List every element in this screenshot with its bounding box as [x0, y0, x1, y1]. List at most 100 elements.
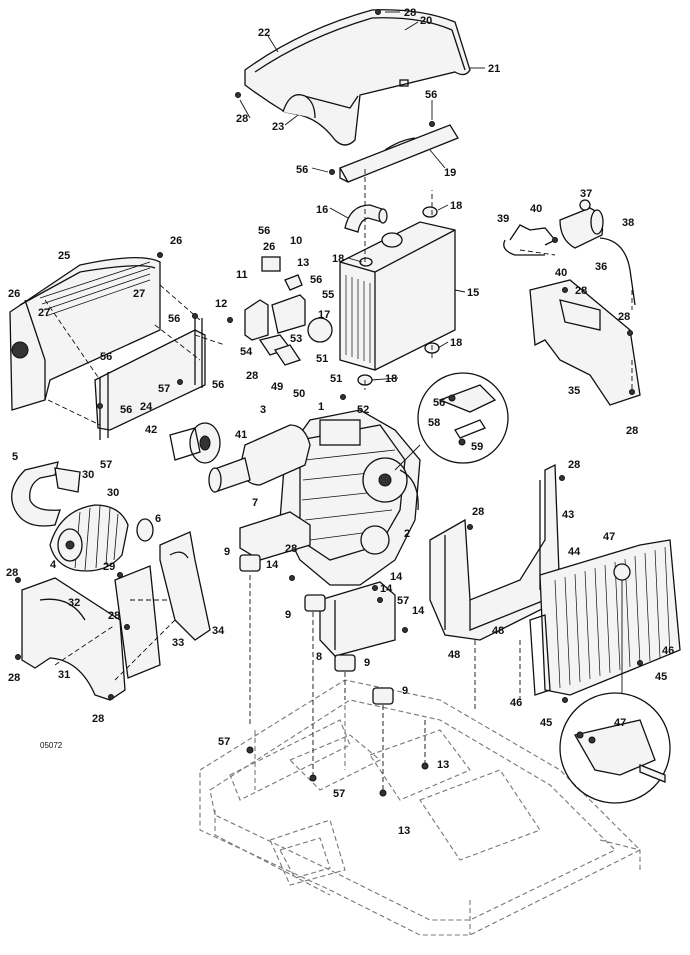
callout-45: 45	[540, 717, 552, 729]
callout-18: 18	[450, 200, 462, 212]
engine-base-plates	[239, 511, 396, 657]
callout-9: 9	[285, 609, 291, 621]
callout-28: 28	[618, 311, 630, 323]
callout-39: 39	[497, 213, 509, 225]
callout-1: 1	[318, 401, 324, 413]
callout-19: 19	[444, 167, 456, 179]
callout-26: 26	[170, 235, 182, 247]
callout-46: 46	[662, 645, 674, 657]
callout-28: 28	[472, 506, 484, 518]
callout-56: 56	[425, 89, 437, 101]
part-24-bracket	[94, 315, 206, 440]
callout-43: 43	[562, 509, 574, 521]
callout-48: 48	[492, 625, 504, 637]
callout-56: 56	[100, 351, 112, 363]
callout-28: 28	[8, 672, 20, 684]
callout-57: 57	[218, 736, 230, 748]
part-31-guard	[21, 577, 126, 701]
callout-22: 22	[258, 27, 270, 39]
callout-10: 10	[290, 235, 302, 247]
detail-circle-lower	[559, 580, 671, 804]
callout-31: 31	[58, 669, 70, 681]
callout-29: 29	[103, 561, 115, 573]
callout-14: 14	[412, 605, 425, 617]
part-4-air-cleaner	[49, 504, 154, 572]
callout-14: 14	[380, 583, 393, 595]
callout-3: 3	[260, 404, 266, 416]
callout-49: 49	[271, 381, 283, 393]
callout-18: 18	[450, 337, 462, 349]
callout-13: 13	[437, 759, 449, 771]
callout-56: 56	[310, 274, 322, 286]
callout-58: 58	[428, 417, 440, 429]
callout-9: 9	[402, 685, 408, 697]
callout-24: 24	[140, 401, 153, 413]
part-34-bracket	[159, 531, 211, 641]
callout-56: 56	[212, 379, 224, 391]
callout-48: 48	[448, 649, 460, 661]
assembly-lines	[44, 168, 633, 790]
callout-55: 55	[322, 289, 334, 301]
callout-42: 42	[145, 424, 157, 436]
callout-28: 28	[92, 713, 104, 725]
callout-14: 14	[390, 571, 403, 583]
drawing-code: 05072	[40, 741, 63, 750]
callout-27: 27	[38, 307, 50, 319]
callout-34: 34	[212, 625, 225, 637]
fuel-filter-group	[244, 256, 333, 366]
callout-2: 2	[404, 528, 410, 540]
callout-28: 28	[285, 543, 297, 555]
mower-frame	[199, 679, 641, 936]
isolators	[239, 554, 394, 705]
callout-32: 32	[68, 597, 80, 609]
callout-26: 26	[8, 288, 20, 300]
part-37-fuel-pump	[559, 199, 604, 249]
callout-17: 17	[318, 309, 330, 321]
callout-21: 21	[488, 63, 500, 75]
part-16-hose	[344, 204, 388, 233]
callout-11: 11	[236, 269, 248, 281]
part-25-shroud	[9, 257, 161, 411]
callout-20: 20	[420, 15, 432, 27]
fasteners	[15, 9, 643, 797]
callout-56: 56	[296, 164, 308, 176]
callout-leaders	[239, 11, 485, 381]
callout-56: 56	[168, 313, 180, 325]
callout-5: 5	[12, 451, 18, 463]
callout-12: 12	[215, 298, 227, 310]
detail-circle-upper	[394, 372, 509, 471]
callout-28: 28	[568, 459, 580, 471]
callout-47: 47	[603, 531, 615, 543]
part-33-panel	[114, 565, 161, 679]
callout-labels: 28 20 22 21 28 23 56 19 56 16 18 18 15 1…	[6, 7, 674, 837]
callout-15: 15	[467, 287, 479, 299]
callout-28: 28	[575, 285, 587, 297]
callout-28: 28	[6, 567, 18, 579]
callout-27: 27	[133, 288, 145, 300]
callout-57: 57	[397, 595, 409, 607]
callout-4: 4	[50, 559, 57, 571]
part-20-cover	[244, 9, 471, 146]
part-3-muffler	[208, 424, 311, 493]
callout-38: 38	[622, 217, 634, 229]
callout-30: 30	[82, 469, 94, 481]
callout-8: 8	[316, 651, 322, 663]
callout-9: 9	[364, 657, 370, 669]
callout-57: 57	[100, 459, 112, 471]
part-44-screen	[529, 539, 681, 696]
callout-47: 47	[614, 717, 626, 729]
callout-36: 36	[595, 261, 607, 273]
callout-13: 13	[398, 825, 410, 837]
callout-46: 46	[510, 697, 522, 709]
callout-56: 56	[258, 225, 270, 237]
callout-59: 59	[471, 441, 483, 453]
callout-57: 57	[158, 383, 170, 395]
part-35-bracket	[529, 279, 641, 406]
callout-35: 35	[568, 385, 580, 397]
callout-33: 33	[172, 637, 184, 649]
callout-51: 51	[330, 373, 342, 385]
callout-9: 9	[224, 546, 230, 558]
callout-28: 28	[404, 7, 416, 19]
callout-18: 18	[385, 373, 397, 385]
